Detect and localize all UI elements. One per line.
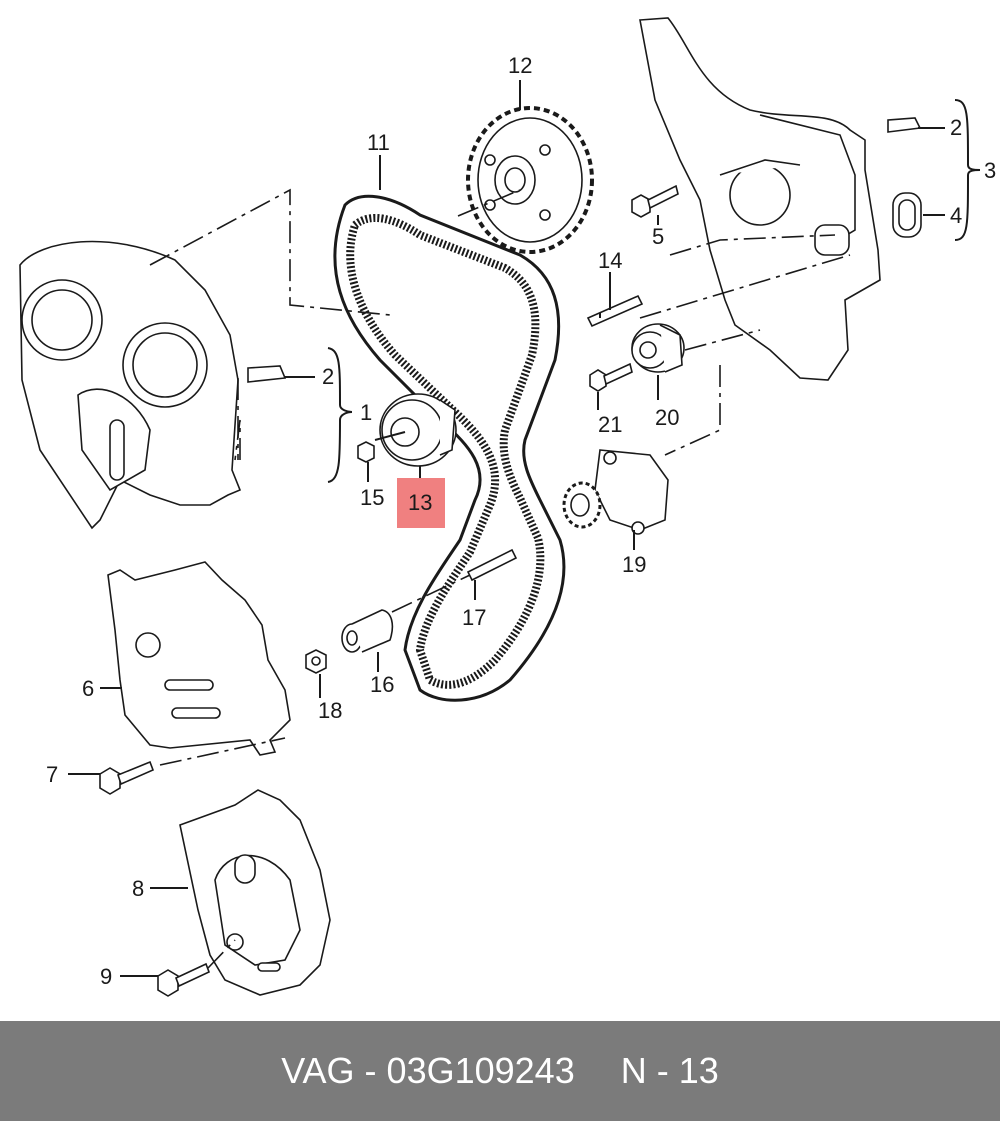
callout-4: 4 — [950, 203, 962, 228]
callout-13: 13 — [408, 490, 432, 515]
callout-21: 21 — [598, 412, 622, 437]
stud-17 — [466, 548, 518, 582]
callout-2-right: 2 — [950, 115, 962, 140]
callout-19: 19 — [622, 552, 646, 577]
tension-roller — [374, 393, 457, 467]
camshaft-sprocket — [466, 106, 594, 254]
leader-lines — [68, 80, 945, 977]
callout-7: 7 — [46, 762, 58, 787]
callout-17: 17 — [462, 605, 486, 630]
callout-5: 5 — [652, 224, 664, 249]
callout-11: 11 — [367, 130, 390, 155]
callout-18: 18 — [318, 698, 342, 723]
idler-roller — [631, 323, 685, 373]
callout-6: 6 — [82, 676, 94, 701]
callout-16: 16 — [370, 672, 394, 697]
lower-timing-cover — [179, 789, 331, 996]
highlight-box-13 — [397, 478, 445, 528]
bracket-right — [954, 99, 981, 241]
bolt-21 — [589, 362, 633, 392]
spacer-sleeve — [341, 609, 394, 653]
nut-15 — [357, 441, 375, 463]
callout-12: 12 — [508, 53, 532, 78]
clip-left — [247, 365, 287, 383]
callout-14: 14 — [598, 248, 622, 273]
callout-2-left: 2 — [322, 364, 334, 389]
assembly-lines — [149, 188, 851, 969]
timing-belt-exploded-diagram: 1 2 2 3 4 5 6 7 8 9 11 12 13 14 15 16 17… — [19, 17, 996, 997]
stud-14 — [586, 294, 644, 328]
diagram-position: N - 13 — [620, 1050, 719, 1091]
callout-3: 3 — [984, 158, 996, 183]
middle-timing-cover — [107, 561, 291, 756]
callout-labels: 1 2 2 3 4 5 6 7 8 9 11 12 13 14 15 16 17… — [46, 53, 996, 989]
bolt-9 — [157, 962, 211, 997]
seal-4 — [892, 192, 922, 238]
part-number-footer: VAG - 03G109243 N - 13 — [0, 1021, 1000, 1121]
bolt-7 — [99, 760, 155, 795]
callout-15: 15 — [360, 485, 384, 510]
rear-timing-plate — [639, 17, 881, 381]
nut-18 — [305, 649, 327, 674]
bracket-left — [327, 347, 353, 483]
bolt-5 — [631, 184, 679, 218]
callout-9: 9 — [100, 964, 112, 989]
part-reference: VAG - 03G109243 — [281, 1050, 575, 1091]
upper-timing-cover — [19, 240, 242, 530]
callout-20: 20 — [655, 405, 679, 430]
clip-upper — [887, 117, 922, 133]
water-pump — [562, 449, 669, 535]
callout-8: 8 — [132, 876, 144, 901]
callout-1: 1 — [360, 400, 372, 425]
